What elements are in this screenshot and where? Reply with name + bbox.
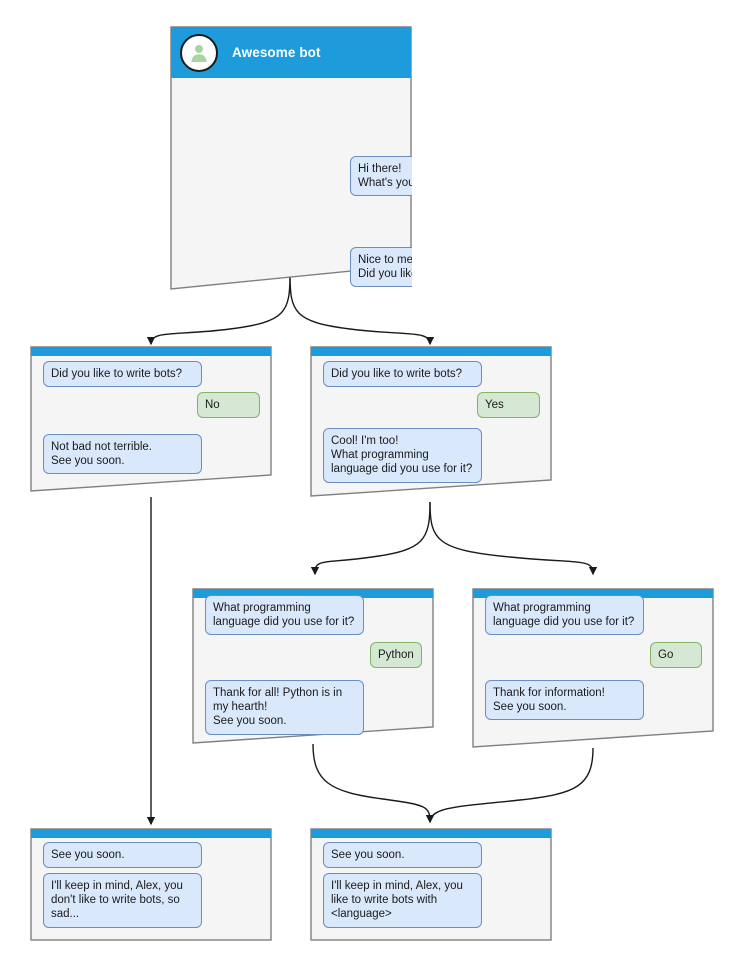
- message-bubble-bot: What programming language did you use fo…: [485, 595, 644, 636]
- node-branch-go-content: What programming language did you use fo…: [472, 588, 714, 748]
- message-bubble-user: Go: [650, 642, 702, 669]
- node-header-strip: [311, 347, 551, 356]
- message-bubble-bot: I'll keep in mind, Alex, you don't like …: [43, 873, 202, 928]
- node-branch-no[interactable]: Did you like to write bots? No Not bad n…: [30, 346, 272, 492]
- edge-yes-to-python: [310, 501, 431, 576]
- message-bubble-bot: See you soon.: [43, 842, 202, 869]
- message-bubble-bot: I'll keep in mind, Alex, you like to wri…: [323, 873, 482, 928]
- message-bubble-bot: Hi there! What's your name?: [350, 156, 412, 197]
- person-avatar-icon: [180, 33, 218, 72]
- message-bubble-bot: Not bad not terrible. See you soon.: [43, 434, 202, 475]
- node-header-strip: [31, 829, 271, 838]
- node-branch-no-content: Did you like to write bots? No Not bad n…: [30, 346, 272, 492]
- node-end-sad[interactable]: See you soon. I'll keep in mind, Alex, y…: [30, 828, 272, 941]
- node-branch-yes-content: Did you like to write bots? Yes Cool! I'…: [310, 346, 552, 497]
- node-end-happy[interactable]: See you soon. I'll keep in mind, Alex, y…: [310, 828, 552, 941]
- node-header-strip: [193, 589, 433, 598]
- edge-python-to-end-happy: [312, 743, 435, 824]
- node-awesome-bot-root[interactable]: Awesome bot /start Hi there! What's your…: [170, 26, 412, 290]
- message-bubble-bot: Thank for information! See you soon.: [485, 680, 644, 721]
- node-branch-python[interactable]: What programming language did you use fo…: [192, 588, 434, 744]
- node-root-content: Awesome bot /start Hi there! What's your…: [170, 26, 412, 290]
- message-bubble-bot: Thank for all! Python is in my hearth! S…: [205, 680, 364, 735]
- node-end-happy-content: See you soon. I'll keep in mind, Alex, y…: [310, 828, 552, 941]
- message-bubble-bot: Did you like to write bots?: [323, 361, 482, 388]
- bot-title: Awesome bot: [232, 45, 321, 60]
- message-bubble-bot: See you soon.: [323, 842, 482, 869]
- message-bubble-bot: Nice to meet you, Alex! Did you like to …: [350, 247, 412, 288]
- node-header-strip: [31, 347, 271, 356]
- node-header-strip: [473, 589, 713, 598]
- message-bubble-bot: Did you like to write bots?: [43, 361, 202, 388]
- edge-go-to-end-happy: [425, 747, 594, 824]
- edge-yes-to-go: [429, 501, 598, 576]
- message-bubble-bot: What programming language did you use fo…: [205, 595, 364, 636]
- message-bubble-user: Yes: [477, 392, 540, 419]
- message-bubble-user: No: [197, 392, 260, 419]
- node-header-strip: [311, 829, 551, 838]
- message-bubble-bot: Cool! I'm too! What programming language…: [323, 428, 482, 483]
- node-branch-go[interactable]: What programming language did you use fo…: [472, 588, 714, 748]
- node-branch-python-content: What programming language did you use fo…: [192, 588, 434, 744]
- node-branch-yes[interactable]: Did you like to write bots? Yes Cool! I'…: [310, 346, 552, 497]
- message-bubble-user: Python: [370, 642, 422, 669]
- bot-titlebar: Awesome bot: [171, 27, 411, 78]
- node-end-sad-content: See you soon. I'll keep in mind, Alex, y…: [30, 828, 272, 941]
